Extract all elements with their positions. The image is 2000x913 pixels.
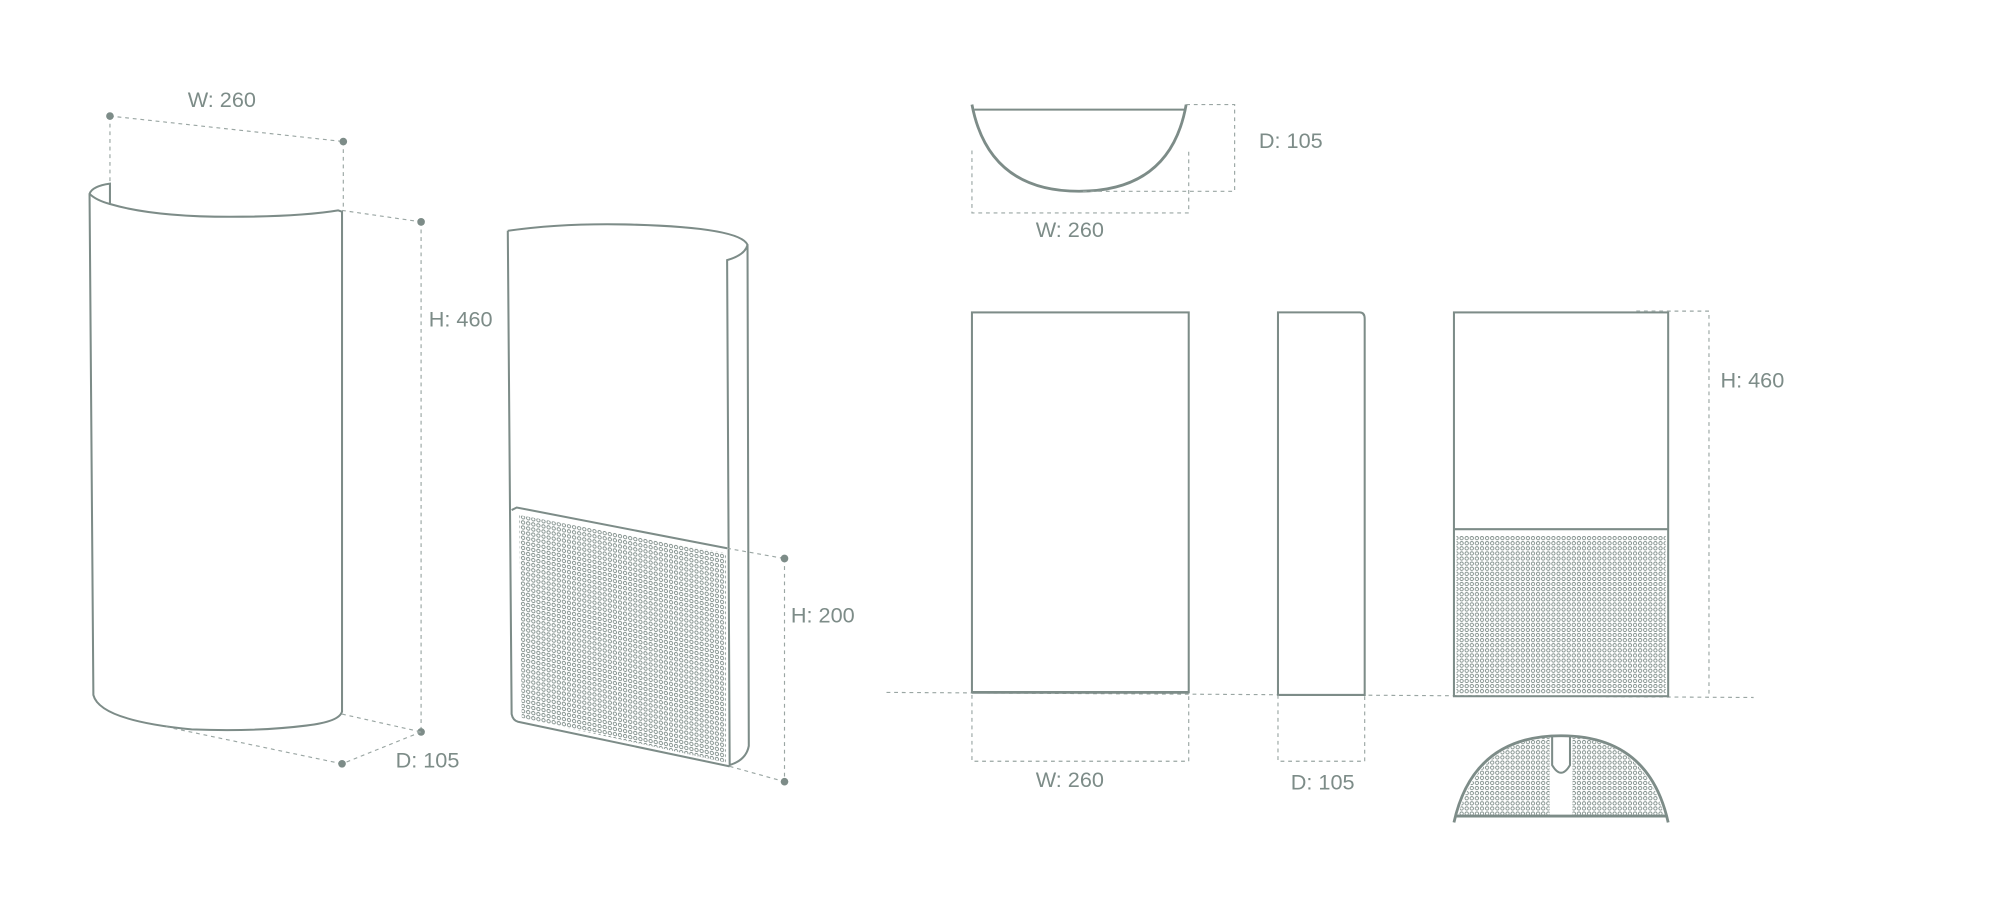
front-width-label: W: 260 [1036,767,1104,792]
side-view: D: 105 [1276,311,1366,794]
back-height-label: H: 460 [1720,368,1784,393]
back-filter-mesh [1456,535,1666,694]
perspective-shell-view: W: 260 H: 460 D: 105 [88,87,493,773]
top-view: D: 105 W: 260 [970,103,1323,242]
side-depth-label: D: 105 [1291,769,1355,794]
bottom-view [1452,734,1670,823]
filter-height-dimension: H: 200 [727,547,855,786]
perspective-filter-view: H: 200 [506,223,855,786]
front-view: W: 260 [970,311,1190,792]
width-dimension: W: 260 [106,87,348,211]
height-dimension: H: 460 [341,209,493,736]
back-view: H: 460 [1452,310,1784,698]
top-width-label: W: 260 [1036,217,1104,242]
filter-height-label: H: 200 [791,602,855,627]
filter-mesh [519,515,726,763]
depth-label: D: 105 [396,748,460,773]
top-depth-label: D: 105 [1259,128,1323,153]
width-label: W: 260 [188,87,256,112]
height-label: H: 460 [429,306,493,331]
depth-dimension: D: 105 [165,713,460,773]
